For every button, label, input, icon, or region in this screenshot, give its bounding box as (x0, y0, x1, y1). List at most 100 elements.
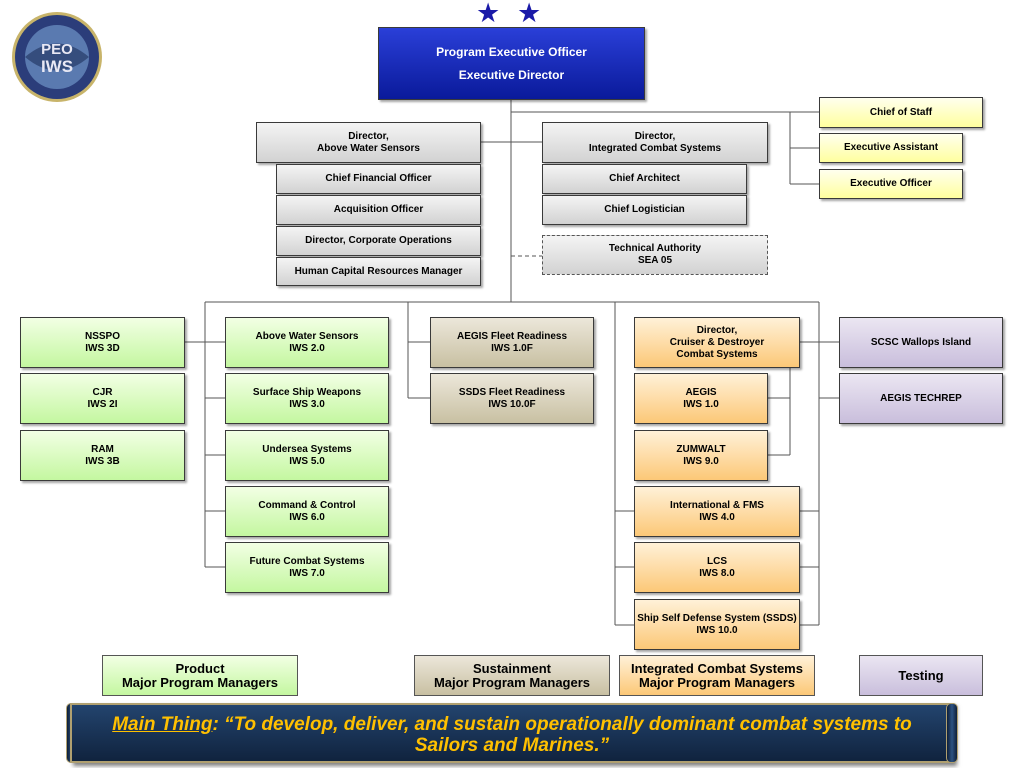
director-aws-line2: Above Water Sensors (317, 142, 420, 154)
program-code: IWS 3D (85, 342, 120, 354)
ics-staff-label: Chief Architect (609, 173, 680, 184)
program-code: IWS 1.0 (683, 398, 719, 410)
program-code: IWS 1.0F (491, 342, 533, 354)
svg-text:IWS: IWS (41, 57, 73, 76)
ics-director-line1: Director, (696, 324, 738, 336)
director-ics-line2: Integrated Combat Systems (588, 142, 722, 154)
tech-authority-line1: Technical Authority (608, 243, 702, 254)
aws-staff-label: Chief Financial Officer (325, 173, 432, 184)
ics-program-box: Ship Self Defense System (SSDS)IWS 10.0 (634, 599, 800, 650)
program-name: Command & Control (258, 499, 356, 511)
program-code: IWS 8.0 (699, 567, 735, 579)
program-name: LCS (707, 555, 727, 567)
ics-director-line3: Combat Systems (676, 348, 758, 360)
program-code: IWS 3B (85, 455, 120, 467)
program-code: IWS 3.0 (289, 398, 325, 410)
program-executive-officer-box: Program Executive Officer Executive Dire… (378, 27, 645, 100)
aws-staff-label: Director, Corporate Operations (305, 235, 452, 246)
aws-staff-box: Director, Corporate Operations (276, 226, 481, 256)
director-aws-box: Director, Above Water Sensors (256, 122, 481, 163)
program-name: Undersea Systems (262, 443, 352, 455)
testing-label: SCSC Wallops Island (870, 336, 972, 348)
legend-line2: Major Program Managers (433, 674, 591, 690)
aws-staff-box: Acquisition Officer (276, 195, 481, 225)
executive-assistant-box: Executive Assistant (819, 133, 963, 163)
program-name: Future Combat Systems (249, 555, 365, 567)
legend-line2: Major Program Managers (638, 674, 796, 690)
program-code: IWS 6.0 (289, 511, 325, 523)
program-code: IWS 10.0F (488, 398, 536, 410)
aws-staff-box: Chief Financial Officer (276, 164, 481, 194)
legend-line2: Major Program Managers (121, 674, 279, 690)
tech-authority-line2: SEA 05 (637, 255, 673, 266)
star-icon: ★ (517, 0, 542, 28)
program-name: NSSPO (84, 330, 120, 342)
ics-staff-label: Chief Logistician (604, 204, 685, 215)
technical-authority-box: Technical Authority SEA 05 (542, 235, 768, 275)
aws-staff-label: Human Capital Resources Manager (294, 265, 463, 277)
executive-officer-label: Executive Officer (850, 178, 932, 189)
ics-staff-box: Chief Architect (542, 164, 747, 194)
legend-sustainment: Sustainment Major Program Managers (414, 655, 610, 696)
legend-line1: Testing (898, 667, 944, 683)
star-icon: ★ (476, 0, 501, 28)
testing-box: SCSC Wallops Island (839, 317, 1003, 368)
svg-text:PEO: PEO (41, 41, 73, 58)
chief-of-staff-label: Chief of Staff (869, 106, 933, 118)
program-code: IWS 4.0 (699, 511, 735, 523)
program-name: AEGIS Fleet Readiness (456, 330, 568, 342)
chief-of-staff-box: Chief of Staff (819, 97, 983, 128)
executive-officer-box: Executive Officer (819, 169, 963, 199)
program-name: ZUMWALT (676, 443, 726, 455)
legend-ics: Integrated Combat Systems Major Program … (619, 655, 815, 696)
legend-line1: Sustainment (472, 660, 551, 676)
main-thing-banner: Main Thing: “To develop, deliver, and su… (70, 703, 954, 763)
program-code: IWS 10.0 (696, 624, 738, 636)
scroll-end-right (946, 703, 958, 763)
legend-line1: Product (175, 660, 225, 676)
ics-director-line2: Cruiser & Destroyer (669, 336, 765, 348)
director-ics-box: Director, Integrated Combat Systems (542, 122, 768, 163)
program-name: Ship Self Defense System (SSDS) (637, 612, 797, 624)
program-code: IWS 9.0 (683, 455, 719, 467)
top-line1: Program Executive Officer (436, 45, 587, 59)
testing-box: AEGIS TECHREP (839, 373, 1003, 424)
program-code: IWS 5.0 (289, 455, 325, 467)
program-name: International & FMS (670, 499, 764, 511)
program-name: SSDS Fleet Readiness (458, 386, 566, 398)
peo-iws-logo: PEO IWS (12, 12, 102, 102)
program-name: AEGIS (685, 386, 717, 398)
legend-line1: Integrated Combat Systems (631, 660, 803, 676)
program-name: CJR (92, 386, 113, 398)
aws-staff-label: Acquisition Officer (333, 204, 424, 215)
program-name: Above Water Sensors (255, 330, 359, 342)
program-code: IWS 2.0 (289, 342, 325, 354)
program-name: Surface Ship Weapons (252, 386, 362, 398)
executive-assistant-label: Executive Assistant (843, 142, 939, 153)
top-line2: Executive Director (458, 68, 565, 82)
aws-staff-box: Human Capital Resources Manager (276, 257, 481, 286)
program-code: IWS 7.0 (289, 567, 325, 579)
main-thing-statement: : “To develop, deliver, and sustain oper… (212, 714, 912, 756)
testing-label: AEGIS TECHREP (880, 392, 962, 404)
main-thing-label: Main Thing (112, 714, 213, 735)
program-code: IWS 2I (87, 398, 118, 410)
director-ics-line1: Director, (634, 130, 676, 142)
legend-product: Product Major Program Managers (102, 655, 298, 696)
program-name: RAM (91, 443, 114, 455)
director-aws-line1: Director, (348, 130, 389, 142)
ics-staff-box: Chief Logistician (542, 195, 747, 225)
